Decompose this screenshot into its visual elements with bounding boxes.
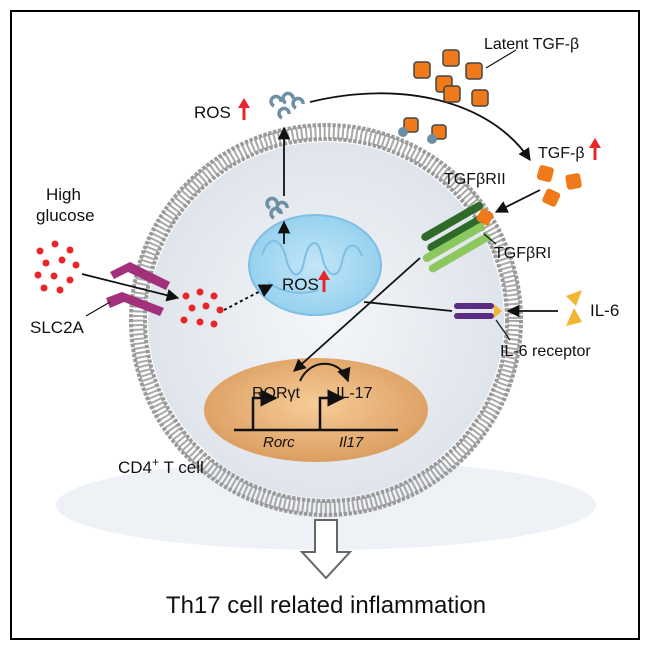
mitochondrion-body <box>248 214 382 316</box>
rorc-promoter-arrow <box>251 389 278 430</box>
ros-mito-label: ROS <box>282 275 319 294</box>
roryt-label: RORγt <box>252 385 301 402</box>
il6-label: IL-6 <box>590 301 619 320</box>
il6-receptor-leader <box>495 319 511 341</box>
tgfbr2-label: TGFβRII <box>444 171 506 188</box>
mitochondrion-cristae-2 <box>267 281 319 294</box>
ros-mito-up-arrow <box>318 270 330 292</box>
latent-tgfb-ros-complex <box>398 117 447 144</box>
roryt-to-il17-arrow <box>299 362 351 383</box>
mitochondrion-cristae <box>261 240 363 276</box>
slc2a-leader <box>85 301 111 317</box>
latent-tgfb-label: Latent TGF-β <box>484 36 579 53</box>
cell-membrane-outer <box>131 125 521 515</box>
tgfb-to-receptor-arrow <box>494 189 541 213</box>
cell-membrane-heads <box>129 123 523 517</box>
mitochondrion: ROS <box>248 214 382 316</box>
tgfb-signal-line <box>293 257 421 372</box>
tgfb-label: TGF-β <box>538 145 585 162</box>
slc2a-transporter <box>106 262 170 316</box>
il17-gene-label: Il17 <box>339 434 364 451</box>
high-glucose-label-2: glucose <box>36 206 95 225</box>
cell-type-label: CD4+ T cell <box>118 455 204 477</box>
cell-type-suffix: T cell <box>159 458 204 477</box>
il17-promoter-arrow <box>318 389 345 430</box>
outcome-label: Th17 cell related inflammation <box>166 592 486 619</box>
ros-top-label: ROS <box>194 103 231 122</box>
tgfbr1 <box>422 223 491 273</box>
latent-tgfb-leader <box>485 49 517 69</box>
outcome-arrow <box>299 519 353 580</box>
nucleus: RORγt IL-17 Rorc Il17 <box>204 358 428 462</box>
il6-receptor-label: IL-6 receptor <box>500 343 591 360</box>
glucose-uptake-arrow <box>81 273 180 302</box>
active-tgfb <box>536 165 582 207</box>
tgfbr1-leader <box>483 233 497 245</box>
rorc-label: Rorc <box>263 434 295 451</box>
tgfbr2 <box>421 201 490 252</box>
latent-tgfb-cluster <box>413 49 489 107</box>
il6-receptor <box>454 303 502 319</box>
high-glucose-label-1: High <box>46 185 81 204</box>
ros-activates-tgfb-arrow <box>309 92 531 162</box>
cell-membrane-heads-inner <box>143 137 509 503</box>
glucose-inside <box>180 288 224 328</box>
ros-cluster-top <box>269 91 305 120</box>
tgfb-bound <box>476 208 494 226</box>
cell-type-superscript: + <box>152 455 159 469</box>
glucose-outside <box>34 240 80 294</box>
ros-top-up-arrow <box>238 98 250 120</box>
il6-ligand <box>566 290 582 326</box>
il6-signal-line <box>363 301 453 312</box>
nucleus-body <box>204 358 428 462</box>
ros-cluster-mito <box>265 196 289 220</box>
tgfbr1-label: TGFβRI <box>494 245 551 262</box>
il17-label: IL-17 <box>336 385 373 402</box>
tgfb-receptor-complex <box>421 201 494 273</box>
slc2a-label: SLC2A <box>30 318 85 337</box>
tgfb-up-arrow <box>589 138 601 160</box>
